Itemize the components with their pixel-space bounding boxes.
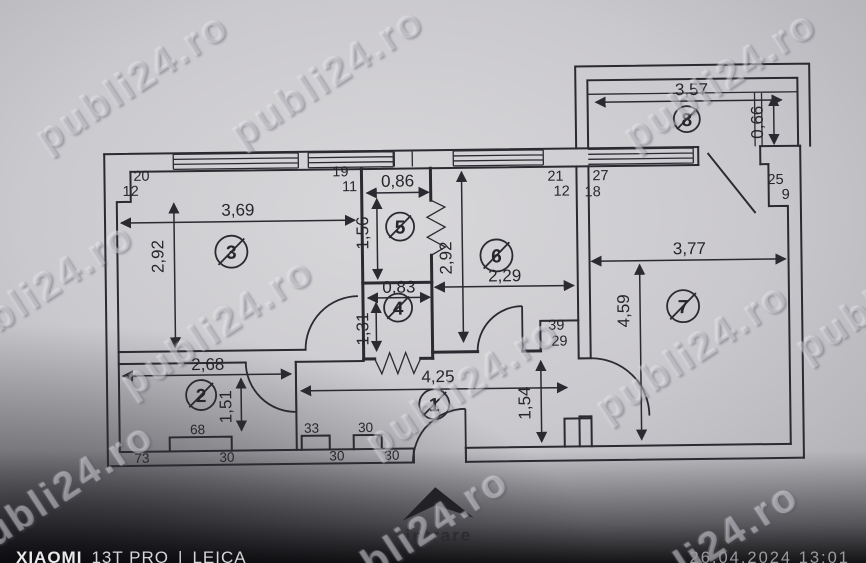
wall-label: 11 xyxy=(342,179,357,195)
camera-lens: LEICA xyxy=(192,548,247,563)
segment-label: 30 xyxy=(219,450,234,465)
wall-label: 25 xyxy=(767,172,783,188)
wall-label: 19 xyxy=(332,164,348,180)
folding-door-room4 xyxy=(374,350,422,376)
segment-label: 30 xyxy=(329,448,344,463)
room-number-text: 4 xyxy=(393,299,404,320)
segment-label: 30 xyxy=(384,448,399,463)
door-room2 xyxy=(244,361,298,413)
room3-width-label: 3,69 xyxy=(221,200,254,219)
room2-width-label: 2,68 xyxy=(191,355,224,374)
camera-watermark-bar: XIAOMI 13T PRO | LEICA 26.04.2024 13:01 xyxy=(0,548,866,563)
shaft xyxy=(393,151,414,167)
camera-brand: XIAOMI xyxy=(16,548,83,563)
room7-width-label: 3,77 xyxy=(673,239,706,258)
camera-divider: | xyxy=(178,548,184,563)
room-number-text: 1 xyxy=(429,395,440,416)
room-number-text: 8 xyxy=(681,110,692,131)
wall-label: 27 xyxy=(592,168,608,184)
segment-label: 30 xyxy=(358,420,373,435)
room5-width-label: 0,86 xyxy=(381,171,414,190)
wall-thickness-labels: 20 12 19 11 21 12 27 18 25 9 39 29 xyxy=(122,164,790,350)
room-number-3: 3 xyxy=(214,234,249,269)
room-number-8: 8 xyxy=(672,105,701,133)
outer-walls xyxy=(103,144,805,468)
hall-width-label: 4,25 xyxy=(421,367,454,386)
room-number-text: 5 xyxy=(395,218,406,239)
wall-label: 29 xyxy=(551,334,567,350)
wall-label: 21 xyxy=(547,169,563,185)
room-number-text: 6 xyxy=(491,246,502,267)
room-number-text: 2 xyxy=(196,386,207,407)
wall-label: 12 xyxy=(554,184,570,200)
segment-label: 73 xyxy=(134,451,149,466)
room-number-text: 7 xyxy=(678,297,689,318)
room-number-5: 5 xyxy=(385,211,415,242)
wall-label: 12 xyxy=(122,184,138,200)
wall-label: 18 xyxy=(585,184,601,200)
windows xyxy=(172,147,694,171)
camera-model: 13T PRO xyxy=(91,548,170,563)
bottom-segment-labels: 73 68 30 33 30 30 30 xyxy=(134,420,399,466)
camera-timestamp: 26.04.2024 13:01 xyxy=(689,549,850,563)
partition-walls xyxy=(117,165,593,451)
room7-height-label: 4,59 xyxy=(614,294,633,327)
room4-width-label: 0,83 xyxy=(382,277,415,296)
room-number-6: 6 xyxy=(479,238,514,273)
room-number-7: 7 xyxy=(666,289,700,324)
room6-height-label: 2,92 xyxy=(436,241,455,274)
entrance-marker: intrare xyxy=(402,487,474,546)
wall-label: 20 xyxy=(133,169,149,185)
door-room7 xyxy=(590,357,651,416)
window-top-middle xyxy=(307,151,395,169)
hall-height-label: 1,54 xyxy=(515,386,534,419)
room-number-2: 2 xyxy=(185,379,218,411)
room2-height-label: 1,51 xyxy=(216,390,235,423)
dimension-lines xyxy=(119,94,787,444)
room-number-text: 3 xyxy=(226,243,237,264)
door-entrance xyxy=(412,407,467,463)
room5-height-label: 1,56 xyxy=(353,216,372,249)
window-room7-balcony xyxy=(588,147,694,165)
room-number-1: 1 xyxy=(418,388,451,421)
door-room3 xyxy=(304,295,358,350)
folding-door-room5 xyxy=(425,199,447,256)
balcony-door-leaf xyxy=(706,152,757,214)
window-room6 xyxy=(452,149,545,167)
room4-height-label: 1,31 xyxy=(353,312,372,345)
entrance-arrow-icon xyxy=(402,487,474,521)
room-number-4: 4 xyxy=(383,292,413,323)
door-room6 xyxy=(476,305,524,352)
wall-label: 9 xyxy=(782,187,790,203)
window-room3 xyxy=(172,152,300,171)
camera-device-text: XIAOMI 13T PRO | LEICA xyxy=(16,548,247,563)
balcony-width-label: 3,57 xyxy=(675,80,708,99)
entrance-label: intrare xyxy=(405,526,472,546)
segment-label: 68 xyxy=(190,422,205,437)
segment-label: 33 xyxy=(304,421,319,436)
dimension-labels: 3,69 2,92 0,86 1,56 0,83 1,31 2,92 2,29 … xyxy=(148,80,767,424)
wall-label: 39 xyxy=(548,318,564,334)
doors xyxy=(244,199,651,463)
room-numbers: 1 2 3 4 5 xyxy=(185,105,701,421)
room3-height-label: 2,92 xyxy=(148,240,167,273)
balcony-depth-label: 0,66 xyxy=(748,106,767,139)
